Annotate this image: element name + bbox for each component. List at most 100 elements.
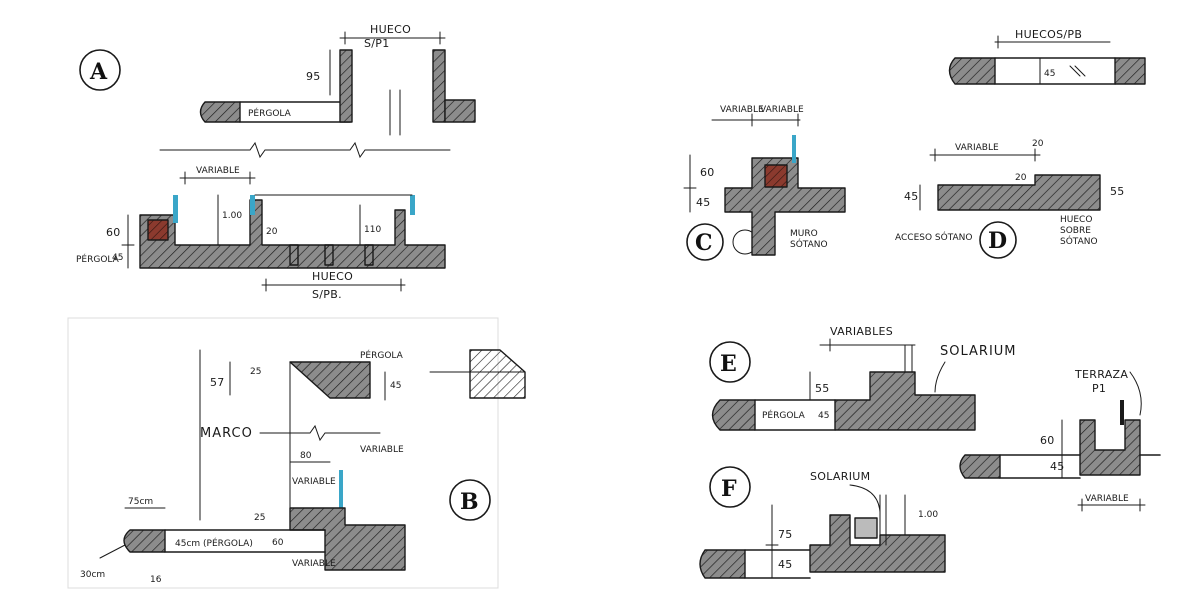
sketch-e-solarium: SOLARIUM — [940, 344, 1017, 359]
sketch-f-dim-45: 45 — [778, 558, 793, 571]
sketch-b-dim-45: 45 — [390, 381, 401, 391]
sketch-b-tag-circle — [449, 479, 491, 521]
sketch-d-huecos-dim — [994, 35, 1111, 49]
sketch-b-dim-25-top: 25 — [250, 367, 261, 377]
sketch-e-terrace-outline — [999, 454, 1161, 479]
sketch-d-top-outline — [994, 57, 1116, 85]
sketch-a-hueco-dim — [339, 31, 446, 45]
sketch-b-dim-80: 80 — [300, 451, 312, 461]
sketch-b-dim-30cm: 30cm — [80, 570, 105, 580]
sketch-d-acceso-sotano: ACCESO SÓTANO — [895, 231, 972, 243]
sketch-d-top-block — [1114, 57, 1146, 85]
sketch-b-dim-25-bottom: 25 — [254, 513, 265, 523]
sketch-e-variable: VARIABLE — [1085, 494, 1129, 504]
sketch-c-dim-60: 60 — [700, 166, 715, 179]
sketch-a-pergola-outline — [239, 101, 351, 123]
sketch-d-tag-circle — [979, 221, 1017, 259]
sketch-b-pergola-tip — [123, 529, 166, 553]
sketch-e-tag-circle — [709, 341, 751, 383]
sketch-e-variables: VARIABLES — [830, 325, 893, 338]
sketch-c: C VARIABLE VARIABLE 60 45 MURO SÓTANO — [683, 105, 846, 261]
sketch-b-frame-lines — [289, 361, 386, 511]
sketch-e-variables-dim — [819, 338, 916, 352]
sketch-a-pergola-label: PÉRGOLA — [248, 107, 292, 119]
sketch-e-pergola: PÉRGOLA — [762, 409, 806, 421]
sketch-a-post-1 — [289, 244, 299, 266]
sketch-a-break-line — [159, 141, 451, 159]
sketch-a-hueco-top-2: S/P1 — [364, 37, 390, 50]
sketch-b-dim-57: 57 — [210, 376, 225, 389]
sketch-a-post-2 — [324, 244, 334, 266]
sketch-d-variable: VARIABLE — [955, 143, 999, 153]
sketch-e-rail — [1120, 400, 1124, 425]
sketch-f-dim-75: 75 — [778, 528, 793, 541]
sketch-d-dim-20-top: 20 — [1032, 139, 1044, 149]
sketch-a-slab-right — [444, 99, 476, 123]
sketch-c-tag: C — [695, 230, 713, 256]
sketch-d-variable-dim — [929, 148, 1041, 162]
sketch-e-planter-wall — [1079, 419, 1141, 476]
sketch-e-glass-posts — [904, 344, 913, 373]
sketch-a-hueco-bottom-2: S/PB. — [312, 288, 342, 301]
sketch-f-tag: F — [721, 476, 737, 502]
sketch-a-glass-left — [173, 195, 178, 223]
sketch-f-planter — [854, 517, 878, 539]
sketch-a-dim-110: 110 — [364, 225, 381, 235]
sketch-b-pergola-outline — [164, 529, 326, 553]
sketch-b-variable-mid: VARIABLE — [360, 445, 404, 455]
sketch-a-tag-circle — [79, 49, 121, 91]
sketch-c-brick-planter — [764, 164, 788, 188]
sketch-a-pergola-lower: PÉRGOLA — [76, 253, 120, 265]
sketch-e-dim-55: 55 — [815, 382, 830, 395]
sketch-e-terraza-2: P1 — [1092, 382, 1106, 395]
sketch-f-solarium: SOLARIUM — [810, 470, 870, 483]
sketch-c-dim-45: 45 — [696, 196, 711, 209]
sketch-a-brick-planter — [147, 219, 169, 241]
sketch-a-dim-60: 60 — [106, 226, 121, 239]
sketch-b-detail-right — [469, 349, 526, 399]
sketch-e-dim-45: 45 — [818, 411, 829, 421]
sketch-f: F SOLARIUM 75 45 1.00 — [699, 466, 946, 579]
sketch-e-terraza-1: TERRAZA — [1074, 368, 1128, 381]
sketch-d-dim-55: 55 — [1110, 185, 1125, 198]
sketch-a-glass-mid — [250, 195, 255, 215]
sketch-d-dim-45-top: 45 — [1044, 69, 1055, 79]
sketch-a-wall-left — [339, 49, 353, 123]
sketch-f-tag-circle — [709, 466, 751, 508]
sketch-e-pergola-outline — [754, 399, 836, 431]
sketch-b-dim-75cm: 75cm — [128, 497, 153, 507]
sketch-b-dim-16: 16 — [150, 575, 162, 585]
sketch-a-dim-20: 20 — [266, 227, 278, 237]
sketch-c-section-body — [724, 157, 846, 256]
sketch-a-glass-right — [410, 195, 415, 215]
sketch-e-dim-45-right: 45 — [1050, 460, 1065, 473]
sketch-d-huecos: HUECOS/PB — [1015, 28, 1082, 41]
sketch-f-dim-line — [765, 504, 779, 579]
sketch-c-variable-2: VARIABLE — [760, 105, 804, 115]
sketch-a-dim-95: 95 — [306, 70, 321, 83]
sketch-c-variable-dim — [711, 113, 801, 127]
sketch-c-muro-2: SÓTANO — [790, 238, 828, 250]
sketch-c-tag-circle — [686, 223, 724, 261]
sketch-a-dim-45: 45 — [112, 253, 123, 263]
sketch-a-dim-100: 1.00 — [222, 211, 242, 221]
sketch-b-pergola: PÉRGOLA — [360, 349, 404, 361]
sketch-a-variable: VARIABLE — [196, 166, 240, 176]
sketch-f-rail-posts — [879, 494, 887, 546]
sketch-c-variable-1: VARIABLE — [720, 105, 764, 115]
sketch-a-tag: A — [89, 59, 108, 85]
sketch-f-solarium-arrow — [849, 484, 881, 513]
sketch-a: A PÉRGOLA 95 HUECO S/P1 VARIABLE 1.00 60… — [76, 23, 476, 301]
sketch-c-glass — [792, 135, 796, 163]
sketch-b-dim-60: 60 — [272, 538, 284, 548]
sketch-b-dim-45cm-pergola: 45cm (PÉRGOLA) — [175, 537, 253, 549]
sketch-a-variable-dim — [179, 171, 256, 185]
sketch-f-pergola-outline — [744, 549, 811, 579]
sketch-d-dim-20-inner: 20 — [1015, 173, 1027, 183]
sketch-a-hueco-bottom-dim — [261, 278, 406, 292]
sketch-e-pergola-tip — [711, 399, 756, 431]
sketch-a-frame-lines — [351, 49, 401, 136]
sketch-d-hueco-3: SÓTANO — [1060, 235, 1098, 247]
sketch-a-post-3 — [364, 244, 374, 266]
